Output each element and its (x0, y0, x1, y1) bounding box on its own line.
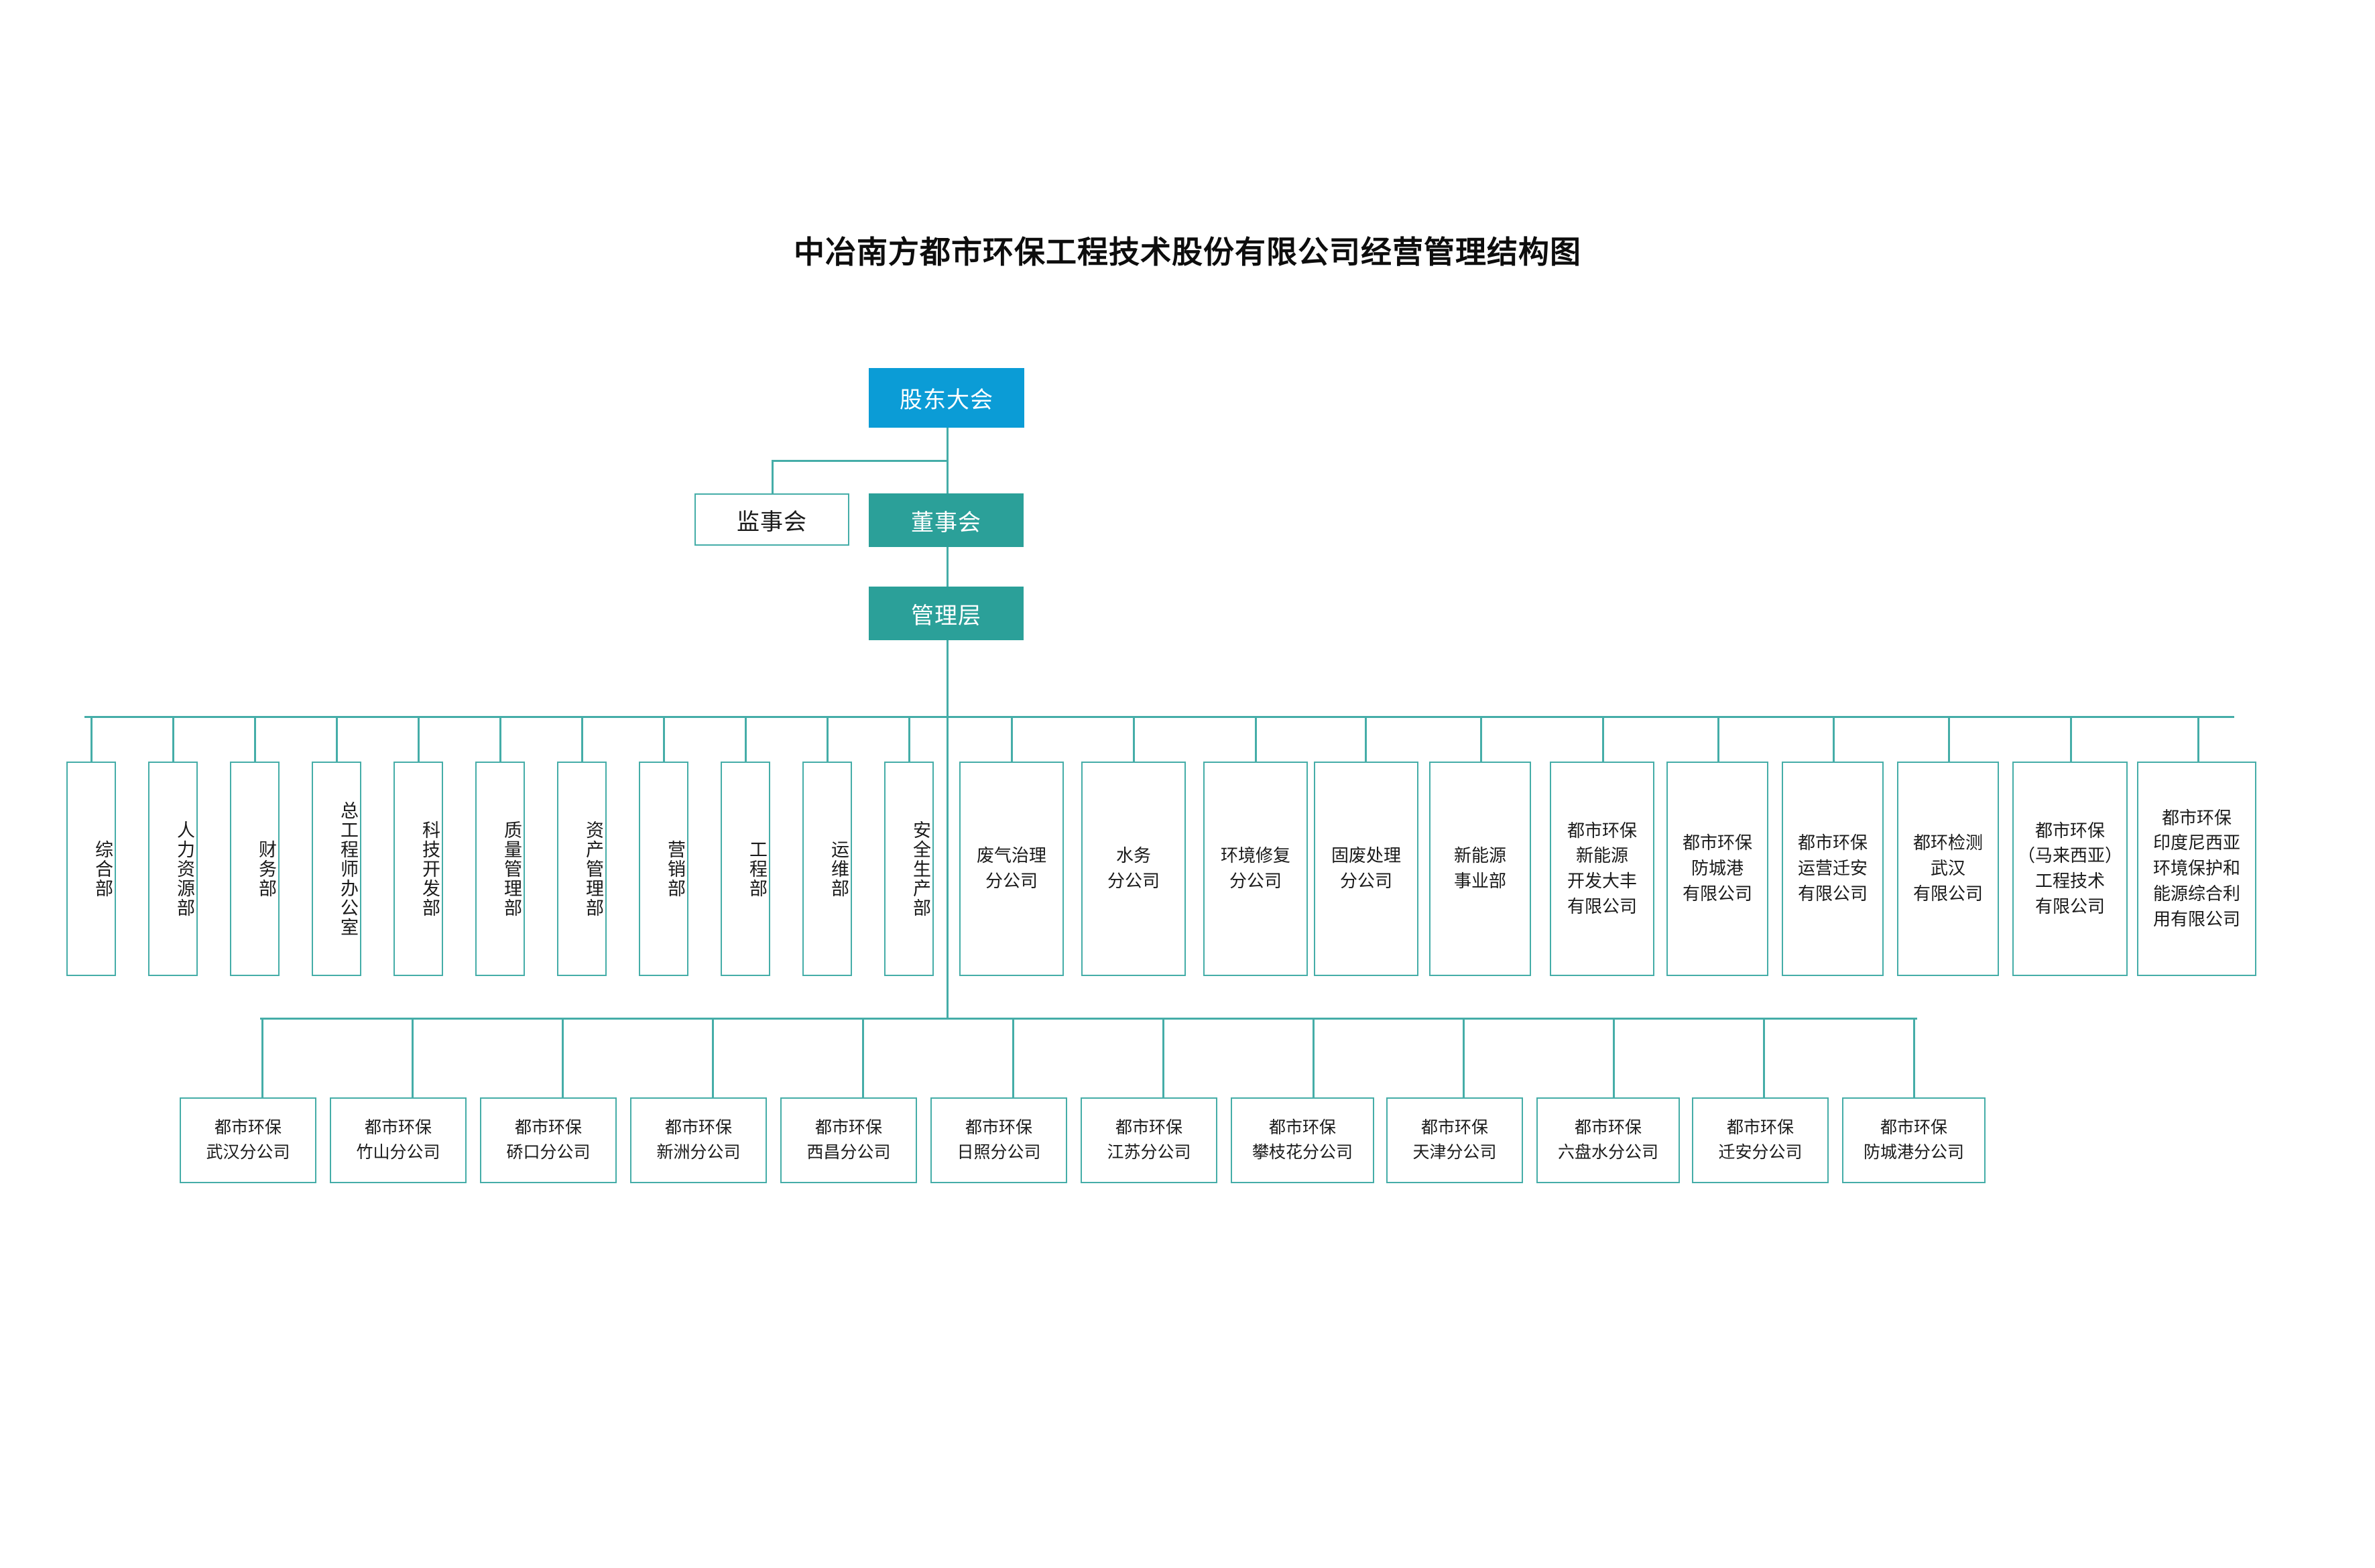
dept-box-5[interactable]: 质量管理部 (475, 762, 525, 976)
connector-branch-0 (1011, 716, 1013, 762)
connector-sub-7 (1313, 1018, 1315, 1097)
connector-branch-10 (2197, 716, 2199, 762)
connector-branch-9 (2070, 716, 2072, 762)
branch-box-7[interactable]: 都市环保 运营迁安 有限公司 (1782, 762, 1884, 976)
branch-box-8[interactable]: 都环检测 武汉 有限公司 (1897, 762, 1999, 976)
dept-box-3[interactable]: 总工程师办公室 (312, 762, 361, 976)
dept-box-9[interactable]: 运维部 (802, 762, 852, 976)
connector-branch-6 (1717, 716, 1719, 762)
branch-box-3[interactable]: 固废处理 分公司 (1314, 762, 1418, 976)
sub-branch-box-2[interactable]: 都市环保 硚口分公司 (480, 1097, 617, 1183)
dept-box-8[interactable]: 工程部 (721, 762, 770, 976)
connector-sub-11 (1913, 1018, 1915, 1097)
node-management[interactable]: 管理层 (869, 587, 1024, 640)
connector-sub-6 (1162, 1018, 1164, 1097)
connector-sub-5 (1012, 1018, 1014, 1097)
sub-branch-box-9[interactable]: 都市环保 六盘水分公司 (1536, 1097, 1680, 1183)
connector-dept-10 (908, 716, 910, 762)
connector-dept-9 (827, 716, 829, 762)
node-board-of-directors[interactable]: 董事会 (869, 493, 1024, 547)
connector-dept-1 (172, 716, 174, 762)
connector-dept-3 (336, 716, 338, 762)
connector-sub-9 (1613, 1018, 1615, 1097)
connector-branch-1 (1133, 716, 1135, 762)
connector-sub-2 (562, 1018, 564, 1097)
sub-branch-box-7[interactable]: 都市环保 攀枝花分公司 (1231, 1097, 1374, 1183)
connector-supervisory-drop (772, 460, 774, 495)
dept-box-4[interactable]: 科技开发部 (393, 762, 443, 976)
sub-branch-box-6[interactable]: 都市环保 江苏分公司 (1081, 1097, 1217, 1183)
dept-box-10[interactable]: 安全生产部 (884, 762, 934, 976)
branch-box-4[interactable]: 新能源 事业部 (1429, 762, 1531, 976)
connector-dept-6 (581, 716, 583, 762)
branch-box-2[interactable]: 环境修复 分公司 (1203, 762, 1308, 976)
connector-sub-4 (862, 1018, 864, 1097)
connector-level2-bus (84, 716, 2234, 718)
sub-branch-box-10[interactable]: 都市环保 迁安分公司 (1692, 1097, 1829, 1183)
sub-branch-box-11[interactable]: 都市环保 防城港分公司 (1842, 1097, 1986, 1183)
sub-branch-box-4[interactable]: 都市环保 西昌分公司 (780, 1097, 917, 1183)
sub-branch-box-0[interactable]: 都市环保 武汉分公司 (180, 1097, 316, 1183)
connector-branch-8 (1948, 716, 1950, 762)
connector-dept-8 (745, 716, 747, 762)
dept-box-0[interactable]: 综合部 (66, 762, 116, 976)
connector-dept-4 (418, 716, 420, 762)
connector-dept-5 (499, 716, 501, 762)
connector-sub-1 (412, 1018, 414, 1097)
sub-branch-box-1[interactable]: 都市环保 竹山分公司 (330, 1097, 467, 1183)
connector-dept-7 (663, 716, 665, 762)
sub-branch-box-5[interactable]: 都市环保 日照分公司 (930, 1097, 1067, 1183)
dept-box-7[interactable]: 营销部 (639, 762, 688, 976)
connector-sub-10 (1763, 1018, 1765, 1097)
connector-branch-7 (1833, 716, 1835, 762)
connector-sub-0 (261, 1018, 263, 1097)
node-shareholders-meeting[interactable]: 股东大会 (869, 368, 1024, 428)
branch-box-10[interactable]: 都市环保 印度尼西亚 环境保护和 能源综合利 用有限公司 (2137, 762, 2256, 976)
branch-box-0[interactable]: 废气治理 分公司 (959, 762, 1064, 976)
connector-branch-3 (1365, 716, 1367, 762)
node-supervisory-board[interactable]: 监事会 (694, 493, 849, 546)
sub-branch-box-8[interactable]: 都市环保 天津分公司 (1386, 1097, 1523, 1183)
page-title: 中冶南方都市环保工程技术股份有限公司经营管理结构图 (794, 235, 1581, 269)
connector-dept-0 (90, 716, 93, 762)
dept-box-6[interactable]: 资产管理部 (557, 762, 607, 976)
connector-dept-2 (254, 716, 256, 762)
connector-sub-3 (712, 1018, 714, 1097)
branch-box-6[interactable]: 都市环保 防城港 有限公司 (1666, 762, 1768, 976)
branch-box-9[interactable]: 都市环保 （马来西亚） 工程技术 有限公司 (2012, 762, 2128, 976)
connector-branch-4 (1480, 716, 1482, 762)
connector-sub-8 (1463, 1018, 1465, 1097)
connector-branch-2 (1255, 716, 1257, 762)
sub-branch-box-3[interactable]: 都市环保 新洲分公司 (630, 1097, 767, 1183)
connector-branch-5 (1602, 716, 1604, 762)
dept-box-2[interactable]: 财务部 (230, 762, 280, 976)
connector-shareholders-to-supervisory (772, 460, 949, 462)
branch-box-1[interactable]: 水务 分公司 (1081, 762, 1186, 976)
connector-board-to-management (947, 547, 949, 588)
connector-level3-bus (260, 1018, 1917, 1020)
connector-management-trunk (947, 627, 949, 1019)
branch-box-5[interactable]: 都市环保 新能源 开发大丰 有限公司 (1550, 762, 1654, 976)
dept-box-1[interactable]: 人力资源部 (148, 762, 198, 976)
